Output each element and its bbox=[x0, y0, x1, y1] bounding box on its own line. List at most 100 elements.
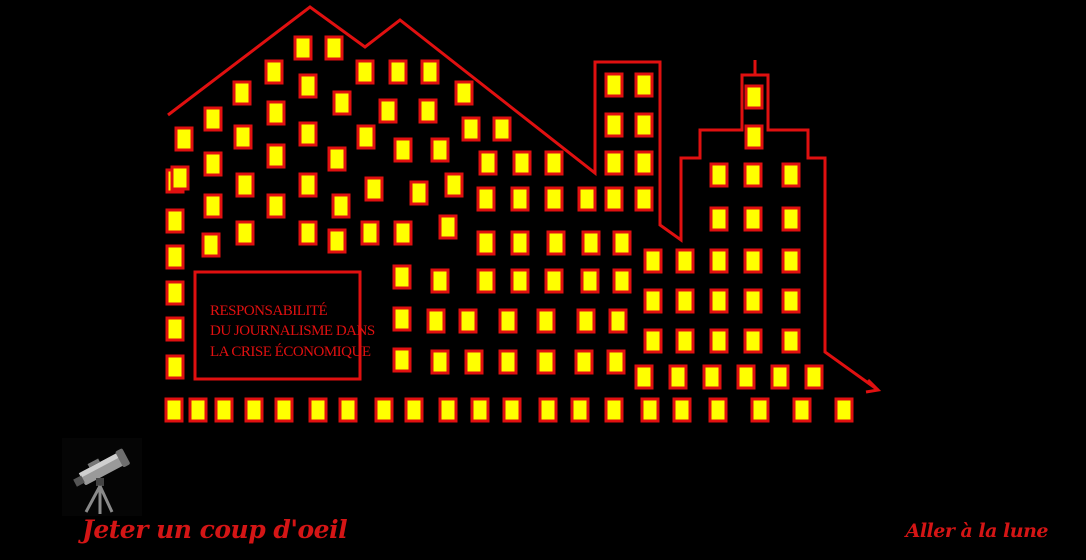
window bbox=[338, 397, 358, 423]
window bbox=[393, 137, 413, 163]
window bbox=[476, 186, 496, 212]
window bbox=[743, 288, 763, 314]
window bbox=[165, 280, 185, 306]
window bbox=[750, 397, 770, 423]
window bbox=[266, 143, 286, 169]
window bbox=[264, 59, 284, 85]
window bbox=[235, 220, 255, 246]
window bbox=[612, 268, 632, 294]
window bbox=[708, 397, 728, 423]
window bbox=[581, 230, 601, 256]
window bbox=[214, 397, 234, 423]
window bbox=[232, 80, 252, 106]
window bbox=[393, 220, 413, 246]
window bbox=[498, 349, 518, 375]
window bbox=[634, 364, 654, 390]
go-to-moon-link[interactable]: Aller à la lune bbox=[905, 520, 1049, 542]
window bbox=[510, 230, 530, 256]
window bbox=[709, 162, 729, 188]
window bbox=[546, 230, 566, 256]
window bbox=[536, 308, 556, 334]
window bbox=[544, 186, 564, 212]
window bbox=[203, 106, 223, 132]
window bbox=[498, 308, 518, 334]
window bbox=[327, 228, 347, 254]
glance-link[interactable]: Jeter un coup d'oeil bbox=[82, 515, 348, 544]
window bbox=[266, 193, 286, 219]
window bbox=[668, 364, 688, 390]
window bbox=[438, 397, 458, 423]
window bbox=[418, 98, 438, 124]
windows-group bbox=[164, 35, 854, 423]
window bbox=[165, 316, 185, 342]
window bbox=[604, 186, 624, 212]
window bbox=[164, 397, 184, 423]
window bbox=[709, 288, 729, 314]
window bbox=[577, 186, 597, 212]
window bbox=[781, 288, 801, 314]
window bbox=[165, 244, 185, 270]
window bbox=[470, 397, 490, 423]
window bbox=[743, 328, 763, 354]
window bbox=[792, 397, 812, 423]
window bbox=[355, 59, 375, 85]
window bbox=[604, 112, 624, 138]
window bbox=[781, 248, 801, 274]
window bbox=[604, 72, 624, 98]
window bbox=[356, 124, 376, 150]
window bbox=[392, 306, 412, 332]
window bbox=[298, 220, 318, 246]
window bbox=[743, 248, 763, 274]
window bbox=[743, 206, 763, 232]
window bbox=[510, 186, 530, 212]
window bbox=[392, 264, 412, 290]
window bbox=[298, 73, 318, 99]
window bbox=[298, 172, 318, 198]
window bbox=[675, 328, 695, 354]
window bbox=[235, 172, 255, 198]
window bbox=[298, 121, 318, 147]
window bbox=[736, 364, 756, 390]
window bbox=[426, 308, 446, 334]
window bbox=[604, 397, 624, 423]
window bbox=[744, 84, 764, 110]
window bbox=[604, 150, 624, 176]
telescope-icon[interactable] bbox=[62, 438, 142, 516]
sign-frame bbox=[193, 270, 362, 381]
window bbox=[634, 112, 654, 138]
window bbox=[781, 328, 801, 354]
window bbox=[580, 268, 600, 294]
window bbox=[266, 100, 286, 126]
window bbox=[606, 349, 626, 375]
window bbox=[781, 162, 801, 188]
window bbox=[293, 35, 313, 61]
window bbox=[174, 126, 194, 152]
window bbox=[392, 347, 412, 373]
window bbox=[643, 328, 663, 354]
window bbox=[331, 193, 351, 219]
sign-line-3: LA CRISE ÉCONOMIQUE bbox=[210, 343, 371, 360]
window bbox=[420, 59, 440, 85]
window bbox=[634, 72, 654, 98]
window bbox=[574, 349, 594, 375]
window bbox=[203, 151, 223, 177]
window bbox=[364, 176, 384, 202]
window bbox=[834, 397, 854, 423]
sign-line-2: DU JOURNALISME DANS bbox=[210, 323, 375, 339]
window bbox=[502, 397, 522, 423]
window bbox=[544, 150, 564, 176]
window bbox=[201, 232, 221, 258]
window bbox=[570, 397, 590, 423]
window bbox=[233, 124, 253, 150]
window bbox=[634, 186, 654, 212]
window bbox=[308, 397, 328, 423]
window bbox=[643, 288, 663, 314]
window bbox=[438, 214, 458, 240]
window bbox=[512, 150, 532, 176]
window bbox=[770, 364, 790, 390]
sign-line-1: RESPONSABILITÉ bbox=[210, 302, 328, 319]
window bbox=[374, 397, 394, 423]
window bbox=[709, 206, 729, 232]
window bbox=[203, 193, 223, 219]
